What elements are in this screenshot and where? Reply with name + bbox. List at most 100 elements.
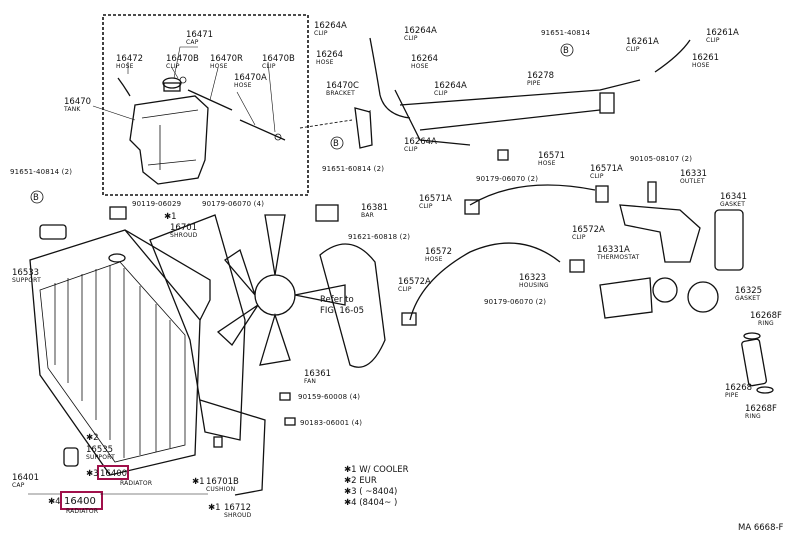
refer-note-line1: Refer to <box>320 295 354 305</box>
label-16470B-name: CLIP <box>166 63 180 70</box>
label-16470B2-name: CLIP <box>262 63 276 70</box>
label-16470A-num: 16470A <box>234 73 267 83</box>
hose-16571 <box>469 184 596 206</box>
label-16533-num: 16533 <box>12 268 39 278</box>
marker-1-cushion: ✱1 <box>192 477 205 487</box>
label-16341-num: 16341 <box>720 192 747 202</box>
radiator-cap <box>108 253 126 263</box>
pipe-16278 <box>399 79 641 106</box>
label-16261-name: HOSE <box>692 62 710 69</box>
label-16470R-name: HOSE <box>210 63 228 70</box>
label-16572A-2-name: CLIP <box>398 286 412 293</box>
bracket-dash <box>299 109 373 129</box>
label-16331A-num: 16331A <box>597 245 630 255</box>
footer-code: MA 6668-F <box>738 523 784 533</box>
label-16472-name: HOSE <box>116 63 134 70</box>
label-16381-num: 16381 <box>361 203 388 213</box>
label-90159-60008: 90159-60008 (4) <box>298 393 360 401</box>
label-16535-name: SUPPORT <box>86 454 115 461</box>
label-16533-name: SUPPORT <box>12 277 41 284</box>
label-16264b-num: 16264 <box>411 54 438 64</box>
label-16572A-1-num: 16572A <box>572 225 605 235</box>
label-16331A-name: THERMOSTAT <box>596 254 639 261</box>
marker-1-shroud: ✱1 <box>164 212 177 222</box>
label-90179-06070-4: 90179-06070 (4) <box>202 200 264 208</box>
tank-cap <box>162 77 182 89</box>
label-16325-name: GASKET <box>735 295 760 302</box>
label-16400-right-name: RADIATOR <box>120 480 152 487</box>
legend-line-3: ✱3 ( ~8404) <box>344 487 397 497</box>
shroud-16701 <box>149 214 246 441</box>
label-16264-num: 16264 <box>316 50 343 60</box>
label-16472-num: 16472 <box>116 54 143 64</box>
label-16701B-name: CUSHION <box>206 486 235 493</box>
marker-4-radiator: ✱4 <box>48 497 61 507</box>
shroud-16712 <box>199 399 266 496</box>
label-91651-40814-right: 91651-40814 <box>541 29 591 37</box>
cap-16401 <box>63 447 79 467</box>
hose-16470A <box>239 119 286 141</box>
tank-ribs <box>141 109 199 170</box>
refer-note-line2: FIG. 16-05 <box>320 306 364 316</box>
label-16268-num: 16268 <box>725 383 752 393</box>
label-16264-name: HOSE <box>316 59 334 66</box>
label-16572A-2-num: 16572A <box>398 277 431 287</box>
label-16401-num: 16401 <box>12 473 39 483</box>
cushion-16701B <box>213 436 223 448</box>
legend-line-1: ✱1 W/ COOLER <box>344 465 409 475</box>
clip-16470B <box>179 76 187 84</box>
label-16268F-1-num: 16268F <box>750 311 782 321</box>
fan-hub <box>254 274 296 316</box>
bolt-90183 <box>284 417 296 426</box>
label-90119-06029: 90119-06029 <box>132 200 181 208</box>
label-16571A-1-name: CLIP <box>419 203 433 210</box>
label-16400-left-name: RADIATOR <box>66 508 98 515</box>
label-16470B2-num: 16470B <box>262 54 295 64</box>
label-16470B-num: 16470B <box>166 54 199 64</box>
radiator-tank-top <box>124 229 211 321</box>
label-91651-40814-left: 91651-40814 (2) <box>10 168 72 176</box>
label-16470R-num: 16470R <box>210 54 243 64</box>
label-16361-num: 16361 <box>304 369 331 379</box>
label-16341-name: GASKET <box>720 201 745 208</box>
label-16264A-3-num: 16264A <box>434 81 467 91</box>
gasket-16341 <box>714 209 744 271</box>
bar-16381 <box>315 204 339 222</box>
highlight-16400-right <box>97 465 129 480</box>
clip-16572A-2 <box>401 312 417 326</box>
leader-16470R <box>209 67 219 101</box>
clip-16572A-1 <box>569 259 585 273</box>
pipe-16278-lower <box>419 109 601 131</box>
leader-16470B <box>171 67 179 79</box>
label-16264A-4-num: 16264A <box>404 137 437 147</box>
gasket-16325 <box>687 281 719 313</box>
radiator-core <box>39 261 186 463</box>
highlight-16400-left <box>60 491 103 510</box>
label-16261A-1-name: CLIP <box>626 46 640 53</box>
label-16268F-2-num: 16268F <box>745 404 777 414</box>
legend-line-4: ✱4 (8404~ ) <box>344 498 397 508</box>
label-16400-left-num: 16400 <box>64 496 96 507</box>
leader-16471 <box>173 46 198 79</box>
legend-line-2: ✱2 EUR <box>344 476 377 486</box>
label-16268F-2-name: RING <box>745 413 761 420</box>
label-16572-num: 16572 <box>425 247 452 257</box>
label-16278-name: PIPE <box>527 80 541 87</box>
hose-16572 <box>409 242 561 321</box>
marker-1-shroud-2: ✱1 <box>208 503 221 513</box>
label-16470-name: TANK <box>63 106 81 113</box>
clip-16571A-2 <box>595 185 609 203</box>
label-16400-right-num: 16400 <box>100 469 127 479</box>
label-90179-06070-2-top: 90179-06070 (2) <box>476 175 538 183</box>
label-16471-num: 16471 <box>186 30 213 40</box>
label-16323-num: 16323 <box>519 273 546 283</box>
label-16572A-1-name: CLIP <box>572 234 586 241</box>
ring-16268F-1 <box>743 332 761 340</box>
label-90183-06001: 90183-06001 (4) <box>300 419 362 427</box>
label-16261A-1-num: 16261A <box>626 37 659 47</box>
leader-16470B-2 <box>267 61 276 133</box>
outlet-16331 <box>619 204 701 263</box>
label-16261A-2-num: 16261A <box>706 28 739 38</box>
